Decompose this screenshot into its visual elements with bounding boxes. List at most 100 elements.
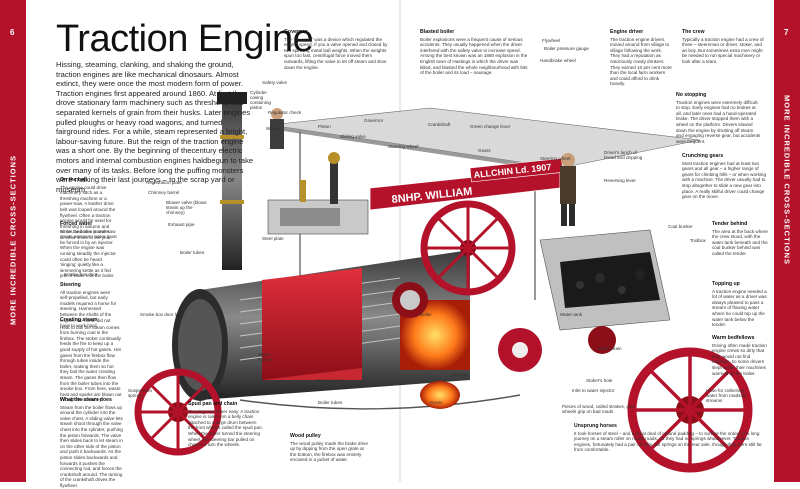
page-gutter: [399, 0, 401, 482]
label-water-injector: Water injector: [258, 352, 273, 362]
label-drivers-lunch: Driver's lunch of bread and dripping: [604, 150, 643, 160]
box-text: Steering was never easy. A traction engi…: [188, 408, 263, 448]
box-warm-bedfellows: Warm bedfellows Driving often made tract…: [712, 335, 768, 376]
right-spine: 7 MORE INCREDIBLE CROSS-SECTIONS: [774, 0, 800, 482]
cylinder-works: [267, 152, 369, 235]
front-wheel: [134, 368, 222, 456]
box-topping-up: Topping up A traction engine needed a lo…: [712, 281, 768, 328]
box-text: The wood pulley made the brake drive up …: [290, 440, 368, 463]
intro-paragraph: Hissing, steaming, clanking, and shaking…: [56, 60, 254, 194]
label-whistle: Whistle: [266, 126, 282, 131]
box-wood-pulley: Wood pulley The wood pulley made the bra…: [290, 433, 370, 463]
gears: [392, 282, 616, 372]
label-water-tank: Water tank: [560, 312, 583, 317]
label-boiler-tubes: Boiler tubes: [180, 250, 205, 255]
box-heading: The crew: [682, 29, 705, 35]
fire-glow: [420, 381, 460, 409]
label-safety-valve: Safety valve: [262, 80, 288, 85]
label-water-drain: Water drain: [598, 346, 622, 351]
box-heading: Blasted boiler: [420, 29, 455, 35]
box-heading: Crunching gears: [682, 153, 724, 159]
box-text: Boiler explosions were a frequent cause …: [420, 36, 528, 76]
box-spud-pan-and-chain: Spud pan and chain Steering was never ea…: [188, 401, 264, 448]
box-governor: Governor The 'governor' was a device whi…: [284, 29, 390, 70]
box-what-the-steam-does: What the steam does Steam from the boile…: [60, 397, 126, 489]
box-text: Heat to boil the steam comes from burnin…: [60, 324, 122, 403]
box-heading: Engine driver: [610, 29, 644, 35]
box-unsprung-horses: Unsprung horses It took horses of steel …: [574, 423, 764, 453]
label-firebox: Firebox: [452, 372, 468, 377]
box-the-crew: The crew Typically a traction engine had…: [682, 29, 766, 65]
label-coal-bunker: Coal bunker: [668, 224, 693, 229]
driver-figure: [560, 153, 576, 226]
box-heading: Unsprung horses: [574, 423, 617, 429]
label-steel-plate: Steel plate: [262, 236, 284, 241]
box-text: The area at the back where the crew stoo…: [712, 228, 768, 256]
box-text: Since the boiler is under steam pressure…: [60, 228, 117, 279]
box-text: Most traction engines had at least two g…: [682, 160, 766, 200]
label-steering-chain: Steering chain: [316, 378, 346, 383]
label-inlet-to-water-injector: Inlet to water injector: [572, 388, 615, 393]
label-toolbox: Toolbox: [690, 238, 706, 243]
maker-nameplate: [469, 158, 564, 183]
box-text: Driving often made traction engine crews…: [712, 342, 767, 376]
box-heading: Tender behind: [712, 221, 748, 227]
box-text: Typically a traction engine had a crew o…: [682, 36, 764, 64]
box-crunching-gears: Crunching gears Most traction engines ha…: [682, 153, 766, 200]
label-cylinder-casing: Cylinder casing containing piston: [250, 90, 271, 110]
label-registration-plate: Registration plate: [146, 180, 182, 185]
flywheel: [420, 200, 516, 296]
page-title: Traction Engine: [56, 18, 314, 60]
box-text: The traction engine drivers moved around…: [610, 36, 672, 87]
box-text: It took horses of steel – and a great de…: [574, 430, 762, 453]
stoker-figure: [270, 108, 284, 149]
label-boiler-pressure-gauge: Boiler pressure gauge: [544, 46, 589, 51]
label-handbrake-wheel: Handbrake wheel: [540, 58, 576, 63]
rear-wheel: [627, 347, 753, 473]
box-heading: On the belt: [60, 177, 88, 183]
label-exhaust-pipe: Exhaust pipe: [168, 222, 195, 227]
label-sliding-valve: Sliding valve: [340, 134, 366, 139]
box-text: All traction engines were self-propelled…: [60, 289, 117, 329]
label-strakes: Pieces of wood, called strakes, give whe…: [562, 404, 635, 414]
box-heading: Creating steam: [60, 317, 98, 323]
box-text: The 'governor' was a device which regula…: [284, 36, 388, 70]
label-boiler-tubes-lower: Boiler tubes: [318, 400, 343, 405]
label-piston: Piston: [318, 124, 331, 129]
chimney: [217, 92, 247, 270]
label-smoke-box-door-latch: Smoke box door latch: [140, 312, 185, 317]
box-heading: Steering: [60, 282, 81, 288]
label-reversing-lever: Reversing lever: [604, 178, 636, 183]
box-forced-water: Forced water Since the boiler is under s…: [60, 221, 118, 279]
box-heading: Spud pan and chain: [188, 401, 238, 407]
label-hose: Hose for collecting water from roadside …: [706, 388, 747, 403]
label-governor: Governor: [364, 118, 384, 123]
box-text: Steam from the boiler flows up around th…: [60, 404, 123, 488]
box-heading: Governor: [284, 29, 308, 35]
box-creating-steam: Creating steam Heat to boil the steam co…: [60, 317, 122, 403]
tender: [539, 229, 671, 331]
label-flywheel: Flywheel: [542, 38, 561, 43]
box-on-the-belt: On the belt The engine could drive machi…: [60, 177, 118, 241]
label-steering-wheel: Steering wheel: [540, 156, 571, 161]
box-text: Traction engines were extremely difficul…: [676, 99, 761, 144]
label-stokers-hole: Stoker's hole: [586, 378, 613, 383]
box-text: A traction engine needed a lot of water …: [712, 288, 767, 328]
box-heading: Warm bedfellows: [712, 335, 755, 341]
page-number-right: 7: [784, 28, 789, 37]
label-suspension-springs: Suspension springs: [128, 388, 153, 398]
steering-chain: [239, 394, 521, 410]
box-heading: No stopping: [676, 92, 707, 98]
box-heading: Wood pulley: [290, 433, 321, 439]
page-number-left: 6: [10, 28, 15, 37]
label-smoke-box-door: Smoke box door: [64, 272, 98, 277]
label-regulator-check: Regulator check: [268, 110, 302, 115]
box-steering: Steering All traction engines were self-…: [60, 282, 118, 329]
box-text: The engine could drive machinery such as…: [60, 184, 116, 240]
label-steering-wheel-lower: Steering wheel: [388, 144, 419, 149]
label-gears: Gears: [478, 148, 491, 153]
box-heading: Forced water: [60, 221, 93, 227]
label-chimney-barrel: Chimney barrel: [148, 190, 180, 195]
label-crankshaft: Crankshaft: [428, 122, 451, 127]
